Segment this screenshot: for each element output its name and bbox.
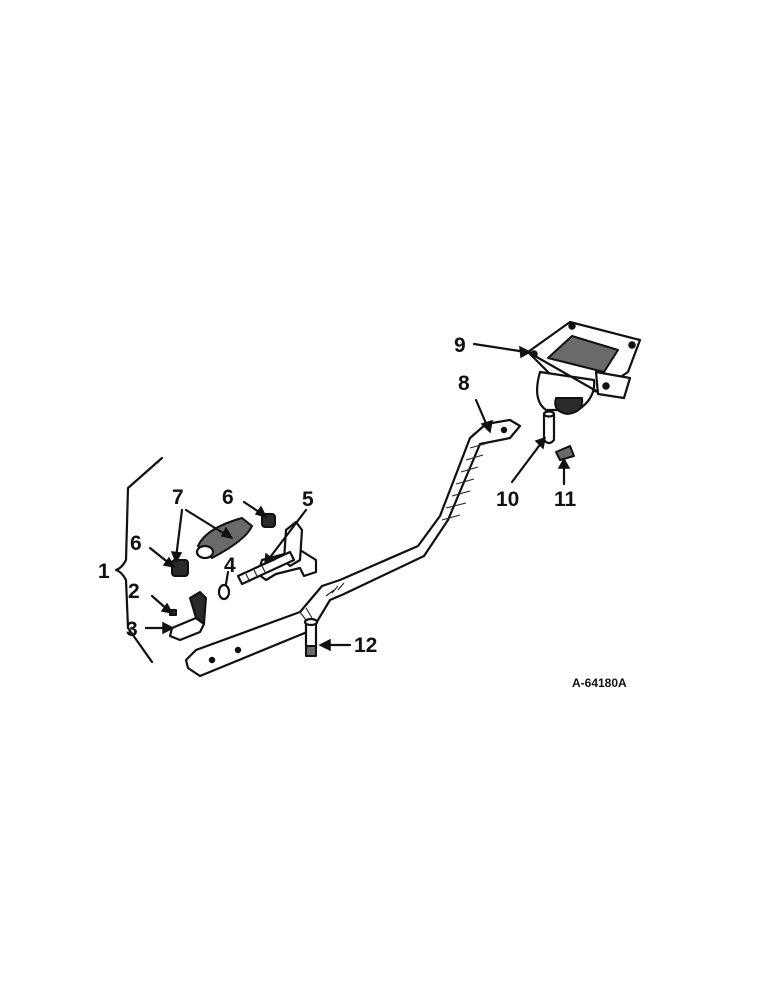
housing-part-9 [526, 320, 642, 415]
drawbar-texture [299, 442, 489, 621]
figure-code: A-64180A [572, 676, 627, 690]
callout-1: 1 [98, 560, 110, 583]
callout-7: 7 [172, 486, 184, 509]
callout-labels: 1 2 3 4 5 6 6 7 8 9 10 11 12 A-64180A [98, 334, 627, 690]
leader-lines [144, 342, 571, 652]
drawbar-part-8 [184, 418, 522, 678]
callout-3: 3 [126, 618, 138, 641]
callout-9: 9 [454, 334, 466, 357]
callout-6-left: 6 [130, 532, 142, 555]
assembly-bracket [114, 456, 164, 664]
callout-11: 11 [554, 488, 577, 511]
callout-4: 4 [224, 554, 236, 577]
callout-10: 10 [496, 488, 519, 511]
callout-6-right: 6 [222, 486, 234, 509]
bracket-part-5 [236, 520, 318, 586]
bolt-part-12 [303, 617, 319, 657]
callout-8: 8 [458, 372, 470, 395]
angle-bracket-part-3 [168, 591, 207, 642]
knob-part-6-left [171, 559, 189, 577]
handle-part-7 [195, 517, 253, 560]
callout-5: 5 [302, 488, 314, 511]
callout-2: 2 [128, 580, 140, 603]
callout-12: 12 [354, 634, 377, 657]
ring-part-4 [217, 583, 231, 601]
clip-part-11 [555, 445, 575, 461]
